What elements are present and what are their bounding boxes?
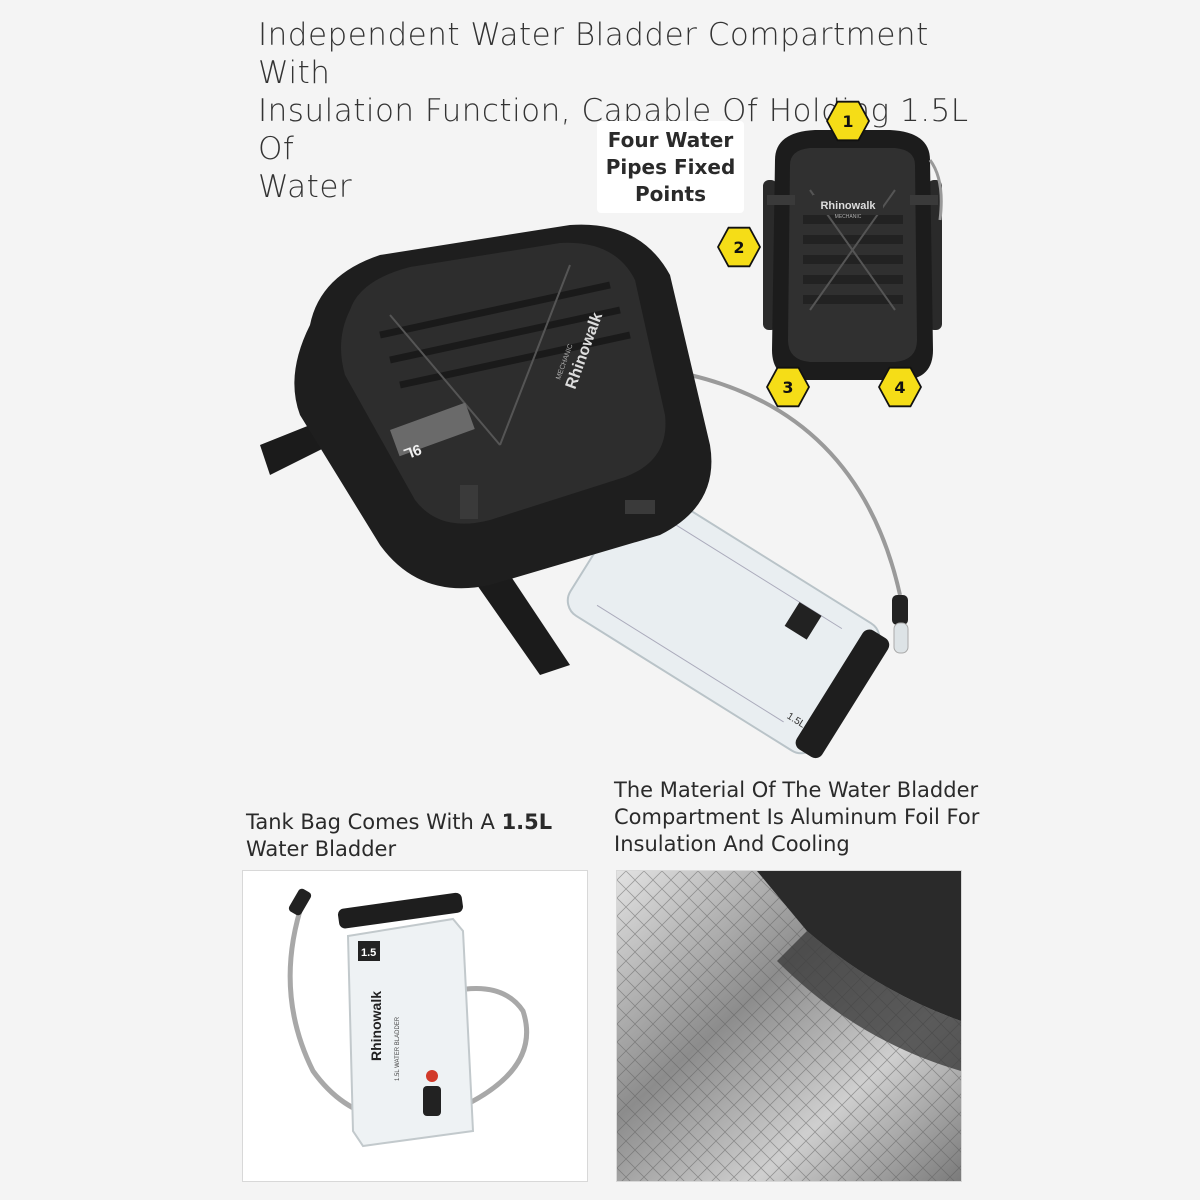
marker-3-hex: 3 [768, 368, 808, 406]
right-caption-line-3: Insulation And Cooling [614, 832, 850, 856]
right-caption-line-2: Compartment Is Aluminum Foil For [614, 805, 980, 829]
marker-4-label: 4 [894, 377, 906, 397]
right-caption-line-1: The Material Of The Water Bladder [614, 778, 979, 802]
bladder-photo-illustration: 1.5 Rhinowalk 1.5L WATER BLADDER [287, 888, 530, 1148]
marker-4-hex: 4 [880, 368, 920, 406]
left-caption-line-1: Tank Bag Comes With A 1.5L [246, 809, 552, 836]
main-bag-capacity: 9L [401, 440, 423, 462]
callout-line-3: Points [635, 181, 706, 206]
marker-3-label: 3 [782, 377, 794, 397]
small-bag-illustration: Rhinowalk MECHANIC [763, 130, 943, 380]
marker-1-label: 1 [842, 111, 854, 131]
bladder-volume-label: 1.5 [361, 947, 376, 959]
bladder-photo: 1.5 Rhinowalk 1.5L WATER BLADDER [242, 870, 588, 1182]
callout-line-1: Four Water [607, 127, 734, 152]
small-bag-brand: Rhinowalk [820, 200, 876, 212]
headline-line-3: Water [258, 169, 353, 205]
foil-photo-illustration [617, 871, 961, 1181]
left-caption-prefix: Tank Bag Comes With A [246, 810, 502, 834]
marker-1-hex: 1 [828, 102, 868, 140]
main-bag-illustration: 1.5L Rhinowalk MECHANIC 9L [260, 224, 909, 759]
left-caption-bold: 1.5L [501, 810, 553, 834]
right-caption: The Material Of The Water Bladder Compar… [614, 777, 979, 858]
callout-line-2: Pipes Fixed [605, 154, 736, 179]
left-caption-line-2: Water Bladder [246, 837, 397, 861]
small-bag-sub: MECHANIC [835, 214, 862, 220]
headline-line-1: Independent Water Bladder Compartment Wi… [258, 17, 929, 91]
left-caption: Tank Bag Comes With A 1.5L Water Bladder [246, 809, 552, 863]
foil-photo [616, 870, 962, 1182]
bladder-label: 1.5L WATER BLADDER [395, 1016, 401, 1081]
marker-2-label: 2 [733, 237, 745, 257]
bladder-brand: Rhinowalk [368, 991, 384, 1061]
marker-2-hex: 2 [719, 228, 759, 266]
fixed-points-callout: Four Water Pipes Fixed Points [597, 121, 744, 213]
